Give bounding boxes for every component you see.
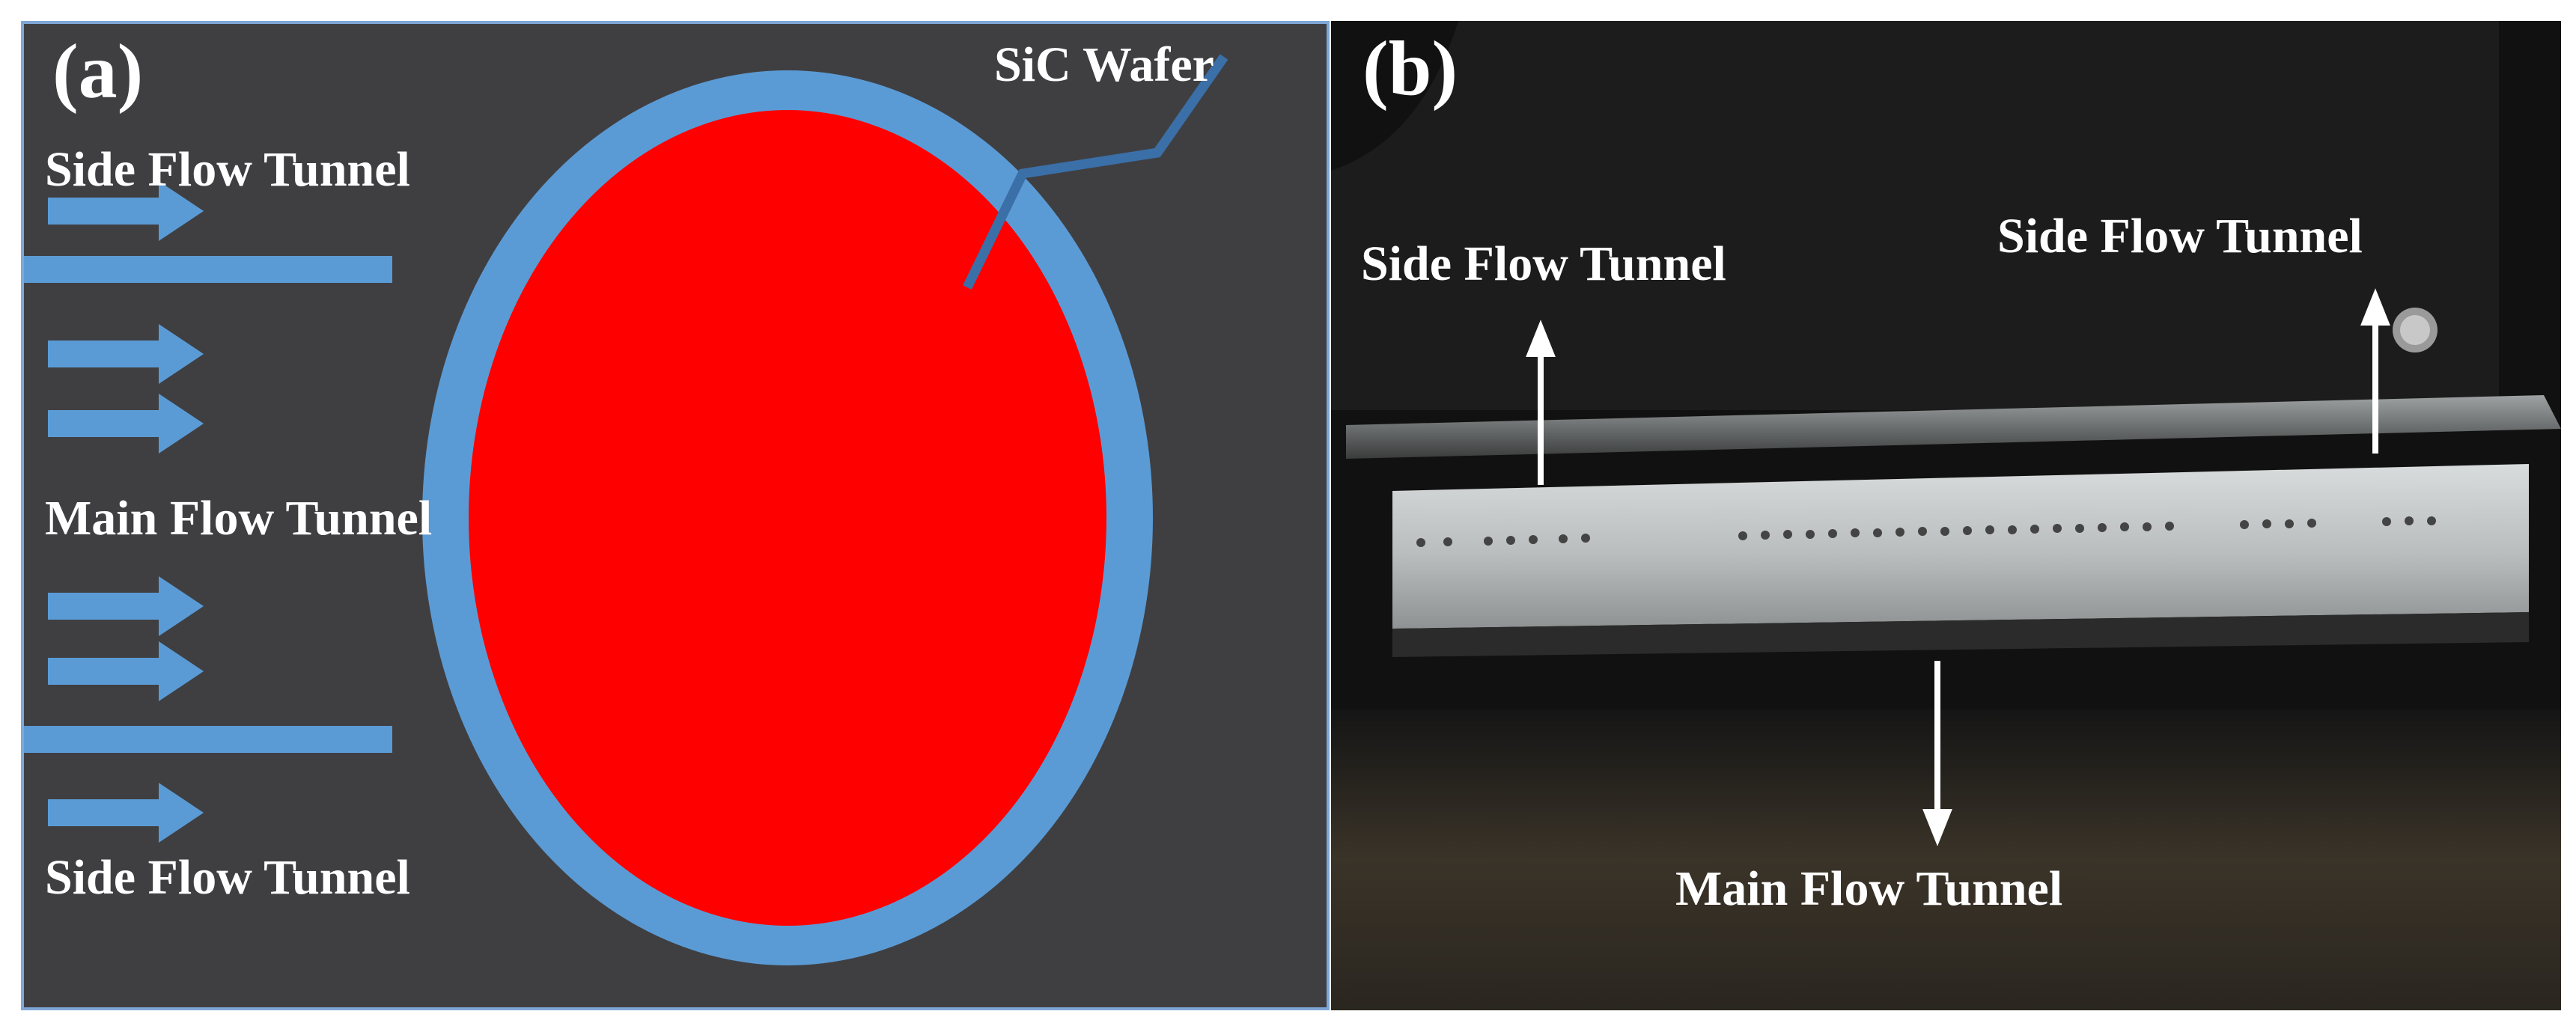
side-flow-tunnel-right-label: Side Flow Tunnel — [1997, 209, 2363, 263]
side-flow-tunnel-left-label: Side Flow Tunnel — [1361, 236, 1726, 291]
side-flow-tunnel-top-label: Side Flow Tunnel — [45, 142, 410, 197]
panel-b-photo: (b) Side Flow Tunnel Side Flow Tunnel Ma… — [1331, 21, 2561, 1010]
photo-drawing — [1331, 21, 2561, 1010]
chamber-top-plate — [1331, 21, 2499, 410]
flow-arrow — [48, 641, 204, 701]
flow-arrow — [48, 324, 204, 384]
panel-a-schematic: (a) SiC Wafer Side Flow Tunnel Main Flow… — [21, 21, 1330, 1010]
lower-divider-plate — [24, 726, 392, 753]
main-flow-tunnel-label: Main Flow Tunnel — [45, 491, 433, 546]
side-flow-tunnel-bottom-label: Side Flow Tunnel — [45, 850, 410, 905]
injector-bar — [1392, 464, 2529, 629]
flow-arrow — [48, 394, 204, 454]
panel-b-tag: (b) — [1362, 25, 1458, 112]
sic-wafer-label: SiC Wafer — [994, 37, 1214, 92]
main-flow-tunnel-photo-label: Main Flow Tunnel — [1675, 861, 2063, 916]
panel-a-tag: (a) — [52, 28, 144, 115]
back-rail — [1346, 395, 2561, 459]
wafer-pointer-line — [963, 54, 1228, 290]
chamber-floor — [1331, 709, 2561, 1010]
schematic-drawing — [24, 54, 1228, 965]
upper-divider-plate — [24, 256, 392, 283]
injector-holes — [1416, 516, 2436, 547]
flow-arrow — [48, 181, 204, 241]
sic-wafer — [469, 110, 1106, 926]
flow-arrow — [48, 576, 204, 636]
injector-bar-shadow — [1392, 612, 2529, 657]
flow-arrow — [48, 783, 204, 843]
